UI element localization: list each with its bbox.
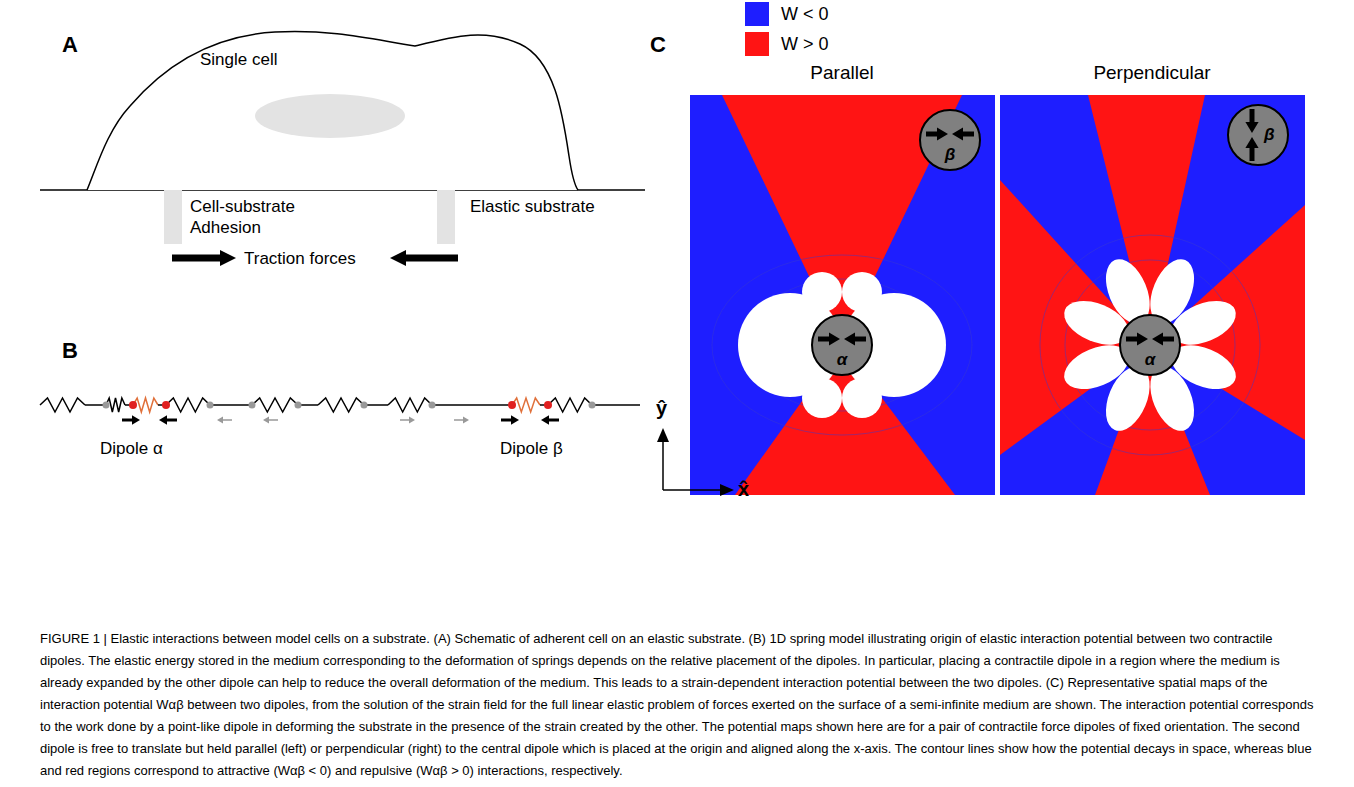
- legend-swatch: [745, 2, 769, 26]
- force-arrowhead: [844, 332, 855, 345]
- panel-letter: C: [650, 34, 666, 55]
- force-arrow: [854, 337, 866, 342]
- dipole-disc: [1228, 105, 1288, 165]
- force-arrowhead: [1245, 137, 1258, 148]
- legend-row: W > 0: [745, 32, 829, 56]
- dipole-label: Dipole β: [500, 438, 563, 459]
- axis-arrows: [657, 428, 734, 496]
- force-arrow: [1162, 337, 1174, 342]
- node-text: β: [918, 146, 982, 164]
- force-arrowhead: [1152, 332, 1163, 345]
- node-text: Single cell: [200, 50, 278, 70]
- spring-chain: [40, 398, 640, 425]
- map-title: Parallel: [810, 62, 873, 83]
- legend-row: W < 0: [745, 2, 829, 26]
- force-arrow: [400, 419, 410, 421]
- force-arrow: [548, 419, 559, 422]
- dipole-circle: β: [1226, 103, 1290, 167]
- force-arrow: [122, 419, 133, 422]
- force-arrow: [166, 419, 177, 422]
- force-arrowhead: [1137, 332, 1148, 345]
- dipole-circle: α: [810, 313, 874, 377]
- force-arrow: [962, 132, 974, 137]
- force-arrow: [454, 419, 464, 421]
- part-label: Elastic substrate: [470, 196, 595, 217]
- legend-text: W > 0: [781, 34, 829, 55]
- force-arrowhead: [511, 415, 519, 425]
- force-arrow: [268, 419, 278, 421]
- force-arrowhead: [829, 332, 840, 345]
- force-arrowhead: [159, 415, 167, 425]
- force-arrowhead: [132, 415, 140, 425]
- node-shape: [85, 26, 580, 192]
- force-arrow: [926, 132, 938, 137]
- force-arrow: [818, 337, 830, 342]
- force-arrowhead: [463, 416, 469, 423]
- cell-body: [87, 31, 578, 190]
- axis-label: ŷ: [656, 398, 667, 419]
- parallel-map: [690, 95, 995, 495]
- legend-swatch: [745, 32, 769, 56]
- force-arrow: [1250, 109, 1255, 123]
- force-arrow: [222, 419, 232, 421]
- legend-text: W < 0: [781, 4, 829, 25]
- force-arrowhead: [541, 415, 549, 425]
- node-text: β: [1264, 126, 1275, 144]
- dipole-label: Dipole α: [100, 438, 163, 459]
- node-text: α: [810, 351, 874, 369]
- nucleus: [255, 94, 405, 138]
- node-text: α: [1118, 351, 1182, 369]
- force-arrowhead: [937, 127, 948, 140]
- force-arrowhead: [263, 416, 269, 423]
- part-label: Cell-substrate Adhesion: [190, 196, 315, 238]
- dipole-circle: α: [1118, 313, 1182, 377]
- perpendicular-map: [1000, 95, 1305, 495]
- map-title: Perpendicular: [1093, 62, 1210, 83]
- force-arrow: [1126, 337, 1138, 342]
- force-arrow: [1250, 147, 1255, 161]
- force-arrowhead: [952, 127, 963, 140]
- axis-label: x̂: [738, 479, 749, 500]
- dipole-circle: β: [918, 108, 982, 172]
- force-arrowhead: [217, 416, 223, 423]
- cell-outline: Single cell: [85, 26, 580, 192]
- panel-letter: B: [62, 340, 78, 361]
- node-shape: [1226, 103, 1290, 167]
- figure-caption: FIGURE 1 | Elastic interactions between …: [40, 628, 1320, 782]
- panel-letter: A: [62, 34, 78, 55]
- force-arrow: [501, 419, 512, 422]
- force-arrowhead: [1245, 122, 1258, 133]
- force-arrowhead: [409, 416, 415, 423]
- part-label: Traction forces: [244, 248, 356, 269]
